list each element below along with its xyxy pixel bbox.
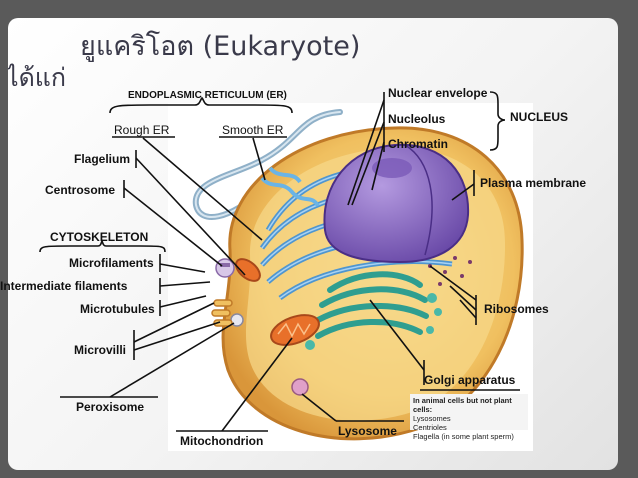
label-plasma-membrane: Plasma membrane <box>480 176 587 190</box>
mitochondrion-shape <box>235 258 320 346</box>
slide-subtitle: ได้แก่ <box>8 63 67 92</box>
label-nucleolus: Nucleolus <box>388 112 446 126</box>
label-cytoskeleton: CYTOSKELETON <box>50 230 149 244</box>
label-chromatin: Chromatin <box>388 137 448 151</box>
cytoskeleton-bracket <box>39 239 166 253</box>
label-nuclear-envelope: Nuclear envelope <box>388 86 488 100</box>
label-microfilaments: Microfilaments <box>69 256 154 270</box>
label-peroxisome: Peroxisome <box>76 400 145 414</box>
note-item: Flagella (in some plant sperm) <box>413 432 514 441</box>
label-ribosomes: Ribosomes <box>484 302 549 316</box>
animal-cell-note: In animal cells but not plant cells: Lys… <box>410 394 528 441</box>
note-item: Lysosomes <box>413 414 451 423</box>
centrosome-shape <box>215 258 235 278</box>
label-lysosome: Lysosome <box>338 424 397 438</box>
label-centrosome: Centrosome <box>45 183 116 197</box>
note-heading: In animal cells but not plant cells: <box>413 396 512 414</box>
leader-lines <box>109 99 477 432</box>
er-group-bracket <box>109 96 293 114</box>
label-microtubules: Microtubules <box>80 302 155 316</box>
label-nucleus: NUCLEUS <box>510 110 569 124</box>
label-mitochondrion: Mitochondrion <box>180 434 264 448</box>
note-item: Centrioles <box>413 423 447 432</box>
label-golgi: Golgi apparatus <box>424 373 516 387</box>
nucleus-bracket <box>489 91 506 151</box>
microvilli-shape <box>211 299 233 327</box>
label-rough-er: Rough ER <box>114 123 170 137</box>
label-underlines <box>60 136 520 432</box>
label-intermediate-filaments: Intermediate filaments <box>0 279 128 293</box>
label-flagelium: Flagelium <box>74 152 131 166</box>
label-smooth-er: Smooth ER <box>222 123 284 137</box>
nucleus-shape <box>323 143 470 264</box>
lysosome-shape <box>291 378 309 396</box>
flagellum-shape-inner <box>194 111 341 218</box>
smooth-er-shape <box>260 166 320 208</box>
ribosome-dots <box>428 256 472 286</box>
label-er: ENDOPLASMIC RETICULUM (ER) <box>128 90 287 101</box>
slide-title: ยูแคริโอต (Eukaryote) <box>80 31 361 62</box>
label-microvilli: Microvilli <box>74 343 127 357</box>
